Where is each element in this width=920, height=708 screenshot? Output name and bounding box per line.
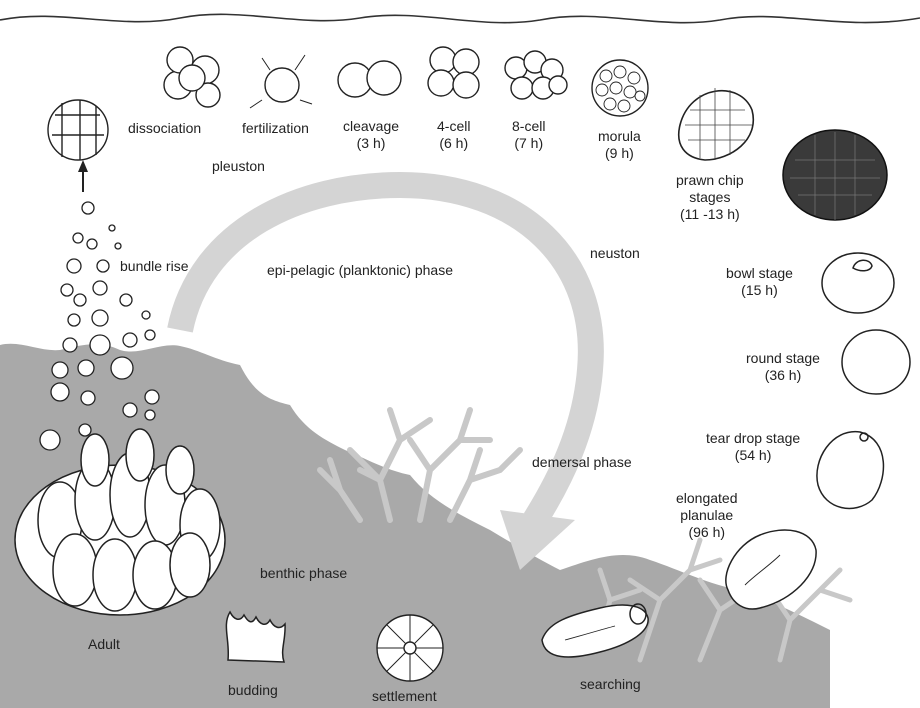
label-neuston: neuston xyxy=(590,245,640,262)
settlement-polyp xyxy=(377,615,443,681)
bundle-cluster xyxy=(48,100,108,160)
morula-embryo xyxy=(592,60,648,116)
label-bundle-rise: bundle rise xyxy=(120,258,189,275)
label-benthic-phase: benthic phase xyxy=(260,565,347,582)
label-cleavage: cleavage(3 h) xyxy=(343,118,399,152)
label-pleuston: pleuston xyxy=(212,158,265,175)
round-stage-larva xyxy=(842,330,910,394)
label-4-cell: 4-cell(6 h) xyxy=(437,118,470,152)
cleavage-embryo xyxy=(338,61,401,97)
label-fertilization: fertilization xyxy=(242,120,309,137)
label-budding: budding xyxy=(228,682,278,699)
label-round-stage: round stage(36 h) xyxy=(746,350,820,384)
sea-surface-line xyxy=(0,14,920,22)
elongated-planula xyxy=(726,530,816,609)
label-adult: Adult xyxy=(88,636,120,653)
label-bowl-stage: bowl stage(15 h) xyxy=(726,265,793,299)
label-morula: morula(9 h) xyxy=(598,128,641,162)
label-8-cell: 8-cell(7 h) xyxy=(512,118,545,152)
bowl-stage-larva xyxy=(822,253,894,313)
eight-cell-embryo xyxy=(505,51,567,99)
label-demersal-phase: demersal phase xyxy=(532,454,632,471)
label-settlement: settlement xyxy=(372,688,437,705)
dense-prawn-chip-embryo xyxy=(783,130,887,220)
label-tear-drop-stage: tear drop stage(54 h) xyxy=(706,430,800,464)
dissociation-embryo xyxy=(164,47,220,107)
up-arrow-icon xyxy=(78,160,88,192)
label-dissociation: dissociation xyxy=(128,120,201,137)
prawn-chip-embryo xyxy=(679,88,754,160)
label-epi-pelagic-phase: epi-pelagic (planktonic) phase xyxy=(267,262,453,279)
fertilization-egg xyxy=(250,55,312,108)
tear-drop-stage-larva xyxy=(817,432,884,509)
label-searching: searching xyxy=(580,676,641,693)
four-cell-embryo xyxy=(428,47,479,98)
